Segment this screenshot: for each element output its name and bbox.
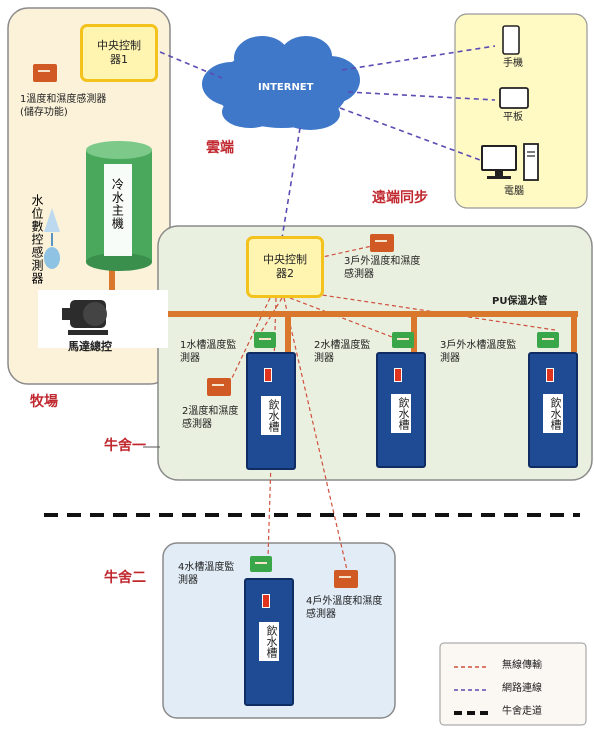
tablet-icon <box>499 87 529 109</box>
pipe-label: PU保溫水管 <box>492 296 548 307</box>
tank2-label: 飲水槽 <box>391 394 411 433</box>
pump-icon <box>38 290 168 348</box>
cloud-label: 雲端 <box>206 140 234 156</box>
tank1-sensor-label: 1水槽溫度監測器 <box>180 340 237 364</box>
tank4-sensor-icon <box>250 556 272 572</box>
net-line-computer <box>339 107 481 161</box>
phone-label: 手機 <box>503 58 523 69</box>
tank1-sensor-icon <box>254 332 276 348</box>
tank4-label: 飲水槽 <box>259 622 279 661</box>
tank3-indicator <box>546 368 554 382</box>
central-controller-2: 中央控制器2 <box>246 236 324 298</box>
wl-line-outdoor3 <box>317 245 373 259</box>
legend-network: 網路連線 <box>502 683 542 694</box>
main-chiller-cylinder <box>86 141 152 271</box>
barn1-name: 牛舍一 <box>104 438 146 454</box>
controller2-label: 中央控制器2 <box>263 252 307 280</box>
tank2-sensor-icon <box>392 332 414 348</box>
internet-label: INTERNET <box>258 82 314 93</box>
central-controller-1: 中央控制器1 <box>80 24 158 82</box>
wl-line-tank2 <box>289 297 401 341</box>
net-line-controller2 <box>281 127 301 239</box>
net-line-phone <box>341 45 496 71</box>
tank3-sensor-icon <box>537 332 559 348</box>
barn2-name: 牛舍二 <box>104 570 146 586</box>
phone-icon <box>502 25 520 55</box>
wl-line-tank1 <box>255 297 283 341</box>
computer-label: 電腦 <box>504 186 524 197</box>
water-level-icon <box>44 208 60 269</box>
legend-wireless: 無線傳輸 <box>502 660 542 671</box>
sensor1-icon <box>33 64 57 82</box>
controller1-label: 中央控制器1 <box>97 38 141 66</box>
outdoor-sensor3-icon <box>370 234 394 252</box>
drinking-tank-1: 飲水槽 <box>246 352 296 470</box>
wl-line-outdoor4 <box>283 297 348 571</box>
tank3-sensor-label: 3戶外水槽溫度監測器 <box>440 340 517 364</box>
net-line-tablet <box>347 91 496 101</box>
tank1-indicator <box>264 368 272 382</box>
tank1-label: 飲水槽 <box>261 396 281 435</box>
water-level-label: 水位數控感測器 <box>30 194 44 285</box>
tank3-label: 飲水槽 <box>543 394 563 433</box>
tank4-indicator <box>262 594 270 608</box>
net-line-controller1 <box>159 51 223 79</box>
tablet-label: 平板 <box>503 112 523 123</box>
legend-walkway: 牛舍走道 <box>502 706 542 717</box>
temp-humidity2-icon <box>207 378 231 396</box>
farm-name: 牧場 <box>30 394 58 410</box>
outdoor-sensor4-label: 4戶外溫度和濕度感測器 <box>306 596 383 620</box>
remote-sync-label: 遠端同步 <box>372 190 428 206</box>
tank4-sensor-label: 4水槽溫度監測器 <box>178 562 235 586</box>
devices-panel <box>454 13 588 209</box>
pump-label: 馬達總控 <box>68 340 112 353</box>
sensor1-label: 1溫度和濕度感測器(儲存功能) <box>20 94 107 118</box>
outdoor-sensor3-label: 3戶外溫度和濕度感測器 <box>344 256 421 280</box>
computer-icon <box>481 143 539 181</box>
drinking-tank-2: 飲水槽 <box>376 352 426 468</box>
main-chiller-label: 冷水主機 <box>110 178 125 230</box>
drinking-tank-3: 飲水槽 <box>528 352 578 468</box>
tank2-sensor-label: 2水槽溫度監測器 <box>314 340 371 364</box>
temp-humidity2-label: 2溫度和濕度感測器 <box>182 406 239 430</box>
outdoor-sensor4-icon <box>334 570 358 588</box>
legend-panel <box>439 642 587 726</box>
tank2-indicator <box>394 368 402 382</box>
internet-cloud <box>202 36 360 130</box>
drinking-tank-4: 飲水槽 <box>244 578 294 706</box>
